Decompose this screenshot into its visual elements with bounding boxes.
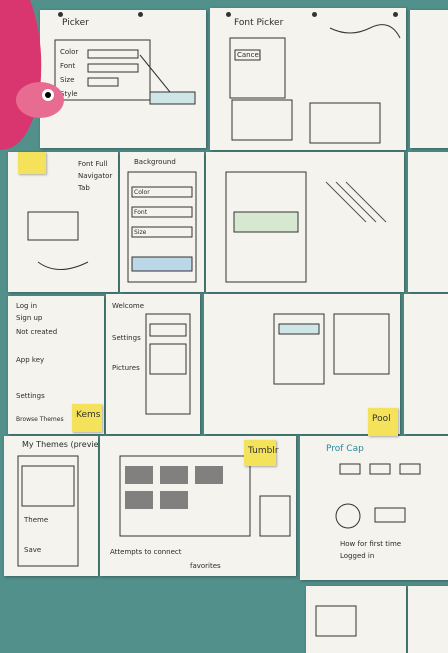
sketch-word: Save <box>24 546 42 554</box>
pin <box>58 12 63 17</box>
sketch-drawing <box>27 211 89 270</box>
sheet-title: Font Picker <box>234 18 284 28</box>
sketch-sheet-prof-cap: Prof Cap How for first time Logged in <box>300 436 448 580</box>
sketch-drawing <box>145 313 191 415</box>
sheet-title: Prof Cap <box>326 444 364 454</box>
pin <box>226 12 231 17</box>
pin <box>393 12 398 17</box>
sketch-drawing <box>229 24 401 144</box>
sketch-sheet <box>408 152 448 292</box>
sketch-word: Size <box>60 76 75 84</box>
sketch-sheet <box>410 10 448 148</box>
sketch-sheet-picker: Picker Color Font Size Style <box>40 10 206 148</box>
sticky-note <box>18 152 46 174</box>
sketch-word: Cancel <box>237 51 261 59</box>
sketch-word: Color <box>60 48 79 56</box>
sketch-word: Font Full <box>78 160 108 168</box>
sketch-sheet: Welcome Settings Pictures <box>106 294 200 434</box>
sketch-drawing <box>119 455 291 537</box>
sketch-sheet-my-themes: My Themes (preview) Theme Save <box>4 436 98 576</box>
sketch-word: Sign up <box>16 314 43 322</box>
sticky-note-text: Tumblr <box>248 446 279 456</box>
sketch-word: Settings <box>112 334 141 342</box>
sketch-word: Browse Themes <box>16 416 64 423</box>
plush-toy <box>0 0 64 150</box>
sketch-drawing <box>225 171 387 283</box>
pin <box>312 12 317 17</box>
sketch-word: Log in <box>16 302 38 310</box>
sketch-drawing <box>127 171 197 283</box>
sketch-sheet <box>306 586 406 653</box>
sketch-sheet <box>206 152 404 292</box>
sketch-sheet: Background Color Font Size <box>120 152 204 292</box>
sketch-word: Color <box>134 189 150 196</box>
sketch-word: Navigator <box>78 172 113 180</box>
sketch-word: Tab <box>78 184 90 192</box>
sheet-title: My Themes (preview) <box>22 440 98 449</box>
sketch-drawing <box>17 455 79 567</box>
sticky-note-text: Pool <box>372 414 391 424</box>
sketch-sheet-font-picker: Font Picker Cancel <box>210 8 406 150</box>
sketch-word: Theme <box>24 516 49 524</box>
sketch-sheet <box>204 294 400 434</box>
sketch-word: favorites <box>190 562 221 570</box>
sketch-word: Style <box>60 90 78 98</box>
sticky-note: Tumblr <box>244 440 279 466</box>
sketch-drawing <box>315 605 357 637</box>
sketch-word: Background <box>134 158 176 166</box>
sketch-drawing <box>273 313 390 385</box>
sketch-word: Attempts to connect <box>110 548 182 556</box>
sketch-word: Not created <box>16 328 58 336</box>
pin <box>138 12 143 17</box>
sketch-word: Font <box>134 209 148 216</box>
sticky-note: Pool <box>368 408 398 436</box>
sketch-word: Logged in <box>340 552 375 560</box>
sketch-word: Pictures <box>112 364 140 372</box>
sketch-word: Welcome <box>112 302 145 310</box>
sketch-drawing <box>335 463 421 529</box>
sketch-word: Font <box>60 62 76 70</box>
sheet-title: Picker <box>62 18 89 28</box>
sticky-note: Kems <box>72 404 102 432</box>
sketch-sheet <box>404 294 448 434</box>
sketch-word: How for first time <box>340 540 402 548</box>
sketch-word: App key <box>16 356 45 364</box>
sketch-word: Size <box>134 229 147 236</box>
sketch-sheet: Font Full Navigator Tab <box>8 152 118 292</box>
sketch-sheet <box>408 586 448 653</box>
sketch-word: Settings <box>16 392 45 400</box>
sketch-drawing <box>54 39 196 105</box>
sticky-note-text: Kems <box>76 410 101 420</box>
